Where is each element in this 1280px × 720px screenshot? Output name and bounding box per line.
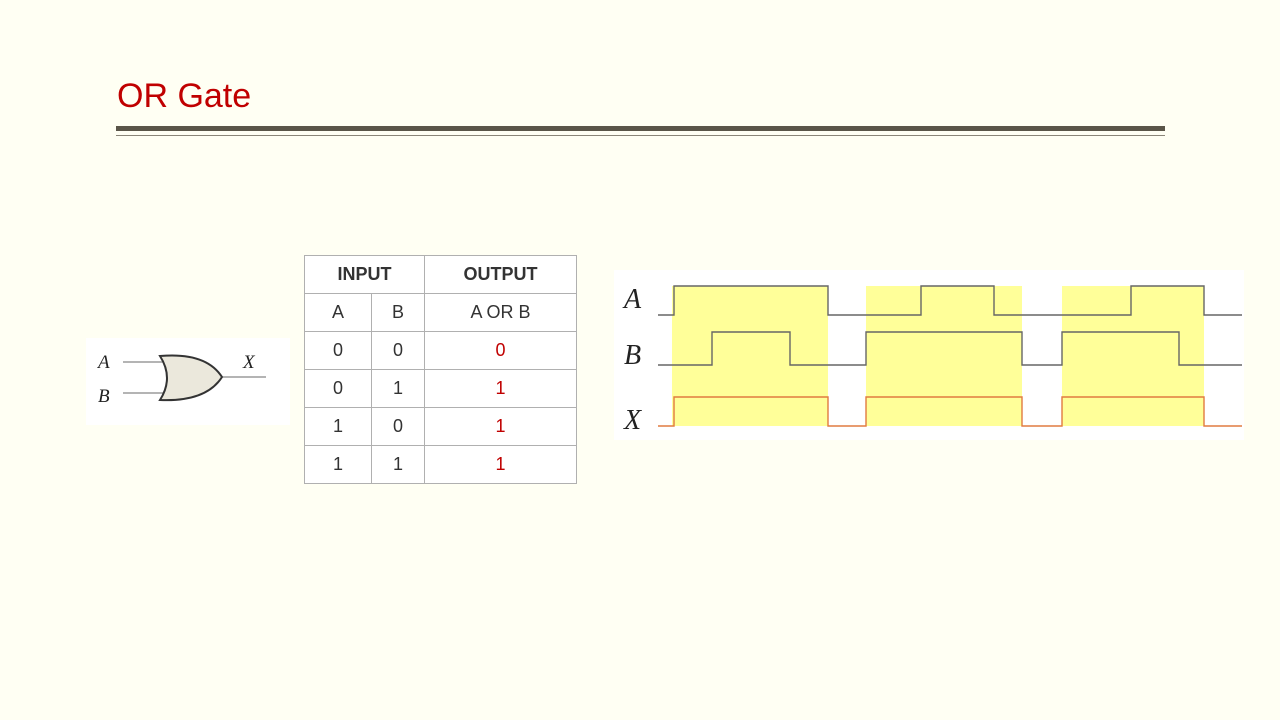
signal-b-waveform (658, 331, 1242, 366)
header-output: OUTPUT (424, 255, 577, 294)
header-input: INPUT (304, 255, 425, 294)
table-row: 1 1 1 (304, 445, 577, 484)
or-gate-body (158, 354, 224, 402)
signal-x-waveform (658, 396, 1242, 427)
truth-table: INPUT OUTPUT A B A OR B 0 0 0 0 1 1 1 0 … (304, 255, 577, 484)
gate-input-b-label: B (98, 386, 110, 407)
timing-label-x: X (623, 405, 642, 436)
column-b: B (371, 293, 425, 332)
cell-b: 1 (371, 369, 425, 408)
cell-b: 1 (371, 445, 425, 484)
table-row: 0 0 0 (304, 331, 577, 370)
page-title: OR Gate (117, 77, 252, 115)
table-row: 0 1 1 (304, 369, 577, 408)
or-gate-diagram: A B X (86, 338, 290, 425)
cell-output: 1 (424, 445, 577, 484)
table-row: 1 0 1 (304, 407, 577, 446)
output-high-window (672, 286, 828, 426)
truth-table-group-header: INPUT OUTPUT (304, 255, 577, 294)
column-output: A OR B (424, 293, 577, 332)
timing-svg: A B X (622, 284, 1242, 436)
cell-output: 0 (424, 331, 577, 370)
cell-a: 1 (304, 445, 372, 484)
cell-b: 0 (371, 331, 425, 370)
signal-a-waveform (658, 285, 1242, 316)
gate-output-label: X (242, 352, 256, 373)
cell-a: 0 (304, 369, 372, 408)
timing-diagram: A B X (614, 270, 1244, 440)
title-divider-thick (116, 126, 1165, 131)
cell-output: 1 (424, 407, 577, 446)
gate-input-a-label: A (96, 352, 110, 373)
timing-label-b: B (624, 340, 641, 371)
or-gate-svg: A B X (96, 352, 266, 407)
truth-table-column-header: A B A OR B (304, 293, 577, 332)
output-high-window (866, 286, 1022, 426)
cell-a: 1 (304, 407, 372, 446)
cell-b: 0 (371, 407, 425, 446)
title-divider-thin (116, 135, 1165, 136)
timing-label-a: A (622, 284, 642, 315)
column-a: A (304, 293, 372, 332)
cell-a: 0 (304, 331, 372, 370)
cell-output: 1 (424, 369, 577, 408)
output-high-window (1062, 286, 1204, 426)
